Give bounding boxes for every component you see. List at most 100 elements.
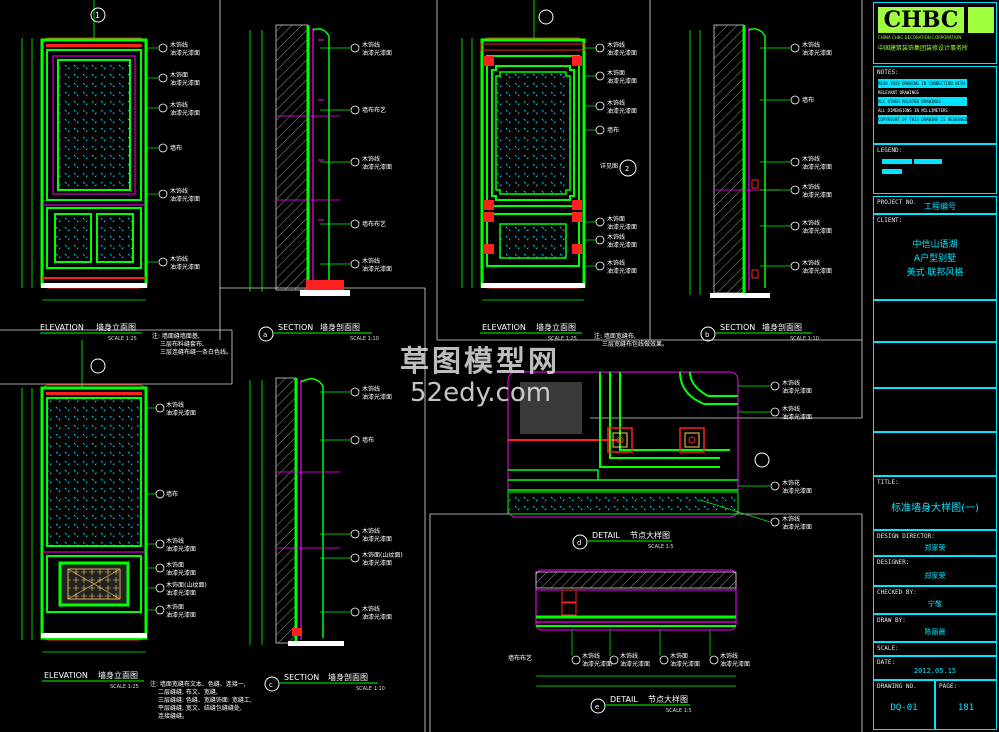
designer-cell: DESIGNER: 郑家荣 — [873, 556, 997, 586]
logo: CHBC — [878, 7, 964, 33]
callout-g3-2: 油漆光漆面 — [362, 535, 392, 543]
callout-e4-1: 墙布 — [607, 126, 619, 134]
callout-f4-2: 油漆光漆面 — [166, 569, 196, 577]
blank-cell-1 — [873, 300, 997, 342]
frame-lines — [0, 0, 863, 732]
project-no-label: PROJECT NO. — [877, 199, 917, 206]
callout-f4-1: 木饰面 — [166, 561, 184, 569]
callout-b3-2: 油漆光漆面 — [802, 163, 832, 171]
logo-company: 中国建筑装饰集团装修设计事务所 — [878, 45, 969, 52]
project-no-cell: PROJECT NO. 工程编号 — [873, 196, 997, 214]
view-cn-elev3: 墙身立面图 — [98, 670, 138, 680]
view-cn-det-e: 节点大样图 — [648, 694, 688, 704]
callout-h4-1: 木饰线 — [720, 652, 738, 660]
view-cn-elev1: 墙身立面图 — [96, 322, 136, 332]
callout-f1-1: 木饰线 — [166, 401, 184, 409]
callout-h5-1: 墙布布艺 — [508, 654, 532, 662]
callout-d4-2: 油漆光漆面 — [782, 523, 812, 531]
callout-b1-2: 油漆光漆面 — [802, 49, 832, 57]
logo-cell: CHBC CHINA CHBC DECORATION CORPORATION 中… — [873, 2, 997, 64]
callout-s2-1: 墙布布艺 — [362, 106, 386, 114]
callout-g4-2: 油漆光漆面 — [362, 559, 392, 567]
view-marker-e: e — [595, 703, 599, 711]
client-cell: CLIENT: 中信山语湖 A户型别墅 美式·联邦风格 — [873, 214, 997, 300]
view-title-sec-a: SECTION — [278, 323, 313, 332]
callout-f5-2: 油漆光漆面 — [166, 589, 196, 597]
view-scale-elev3: SCALE 1:25 — [110, 684, 139, 690]
view-marker-d: d — [577, 539, 581, 547]
callout-d1-1: 木饰线 — [782, 379, 800, 387]
legend-cell: LEGEND: — [873, 144, 997, 194]
title-label: TITLE: — [877, 479, 899, 486]
view-scale-elev2: SCALE 1:25 — [548, 336, 577, 342]
checked-by: 宁敬 — [928, 600, 942, 608]
callout-c2-2: 油漆光漆面 — [170, 79, 200, 87]
note-elev3-2: 二层缝缝, 布文、宽缝, — [158, 688, 218, 696]
client-line-2: A户型别墅 — [913, 254, 957, 264]
title-cell: TITLE: 标准墙身大样图(一) — [873, 476, 997, 530]
blank-cell-3 — [873, 388, 997, 432]
view-marker-c: c — [269, 681, 273, 689]
marker-1: 1 — [95, 11, 100, 20]
director-cell: DESIGN DIRECTOR: 郑家荣 — [873, 530, 997, 556]
callout-s4-1: 墙布布艺 — [362, 220, 386, 228]
callout-b2-1: 墙布 — [802, 96, 814, 104]
view-title-elev3: ELEVATION — [44, 671, 88, 680]
view-title-det-d: DETAIL — [592, 531, 620, 540]
view-marker-a: a — [263, 331, 267, 339]
callout-d4-1: 木饰线 — [782, 515, 800, 523]
blank-cell-4 — [873, 432, 997, 476]
designer-label: DESIGNER: — [877, 559, 910, 566]
callout-h1-1: 木饰线 — [582, 652, 600, 660]
callout-f2-1: 墙布 — [166, 490, 178, 498]
callout-s5-2: 油漆光漆面 — [362, 265, 392, 273]
note-elev3-1: 注: 墙面宽缝布文本、色缝、连接一, — [150, 680, 246, 688]
notes-line-5: COPYRIGHT OF THIS DRAWING IS RESERVED — [878, 115, 968, 124]
design-director-label: DESIGN DIRECTOR: — [877, 533, 935, 540]
callout-e1-2: 油漆光漆面 — [607, 49, 637, 57]
scale-cell: SCALE: — [873, 642, 997, 656]
view-title-sec-c: SECTION — [284, 673, 319, 682]
callout-b4-2: 油漆光漆面 — [802, 191, 832, 199]
callout-f3-2: 油漆光漆面 — [166, 545, 196, 553]
callout-g5-2: 油漆光漆面 — [362, 613, 392, 621]
designer: 郑家荣 — [924, 572, 946, 580]
callout-circles — [155, 43, 800, 665]
callout-g1-1: 木饰线 — [362, 385, 380, 393]
blank-cell-2 — [873, 342, 997, 388]
client-label: CLIENT: — [877, 217, 903, 224]
notes-line-2: RELEVANT DRAWINGS — [878, 90, 919, 95]
section-c — [249, 377, 344, 646]
callout-b6-2: 油漆光漆面 — [802, 267, 832, 275]
callout-g2-1: 墙布 — [362, 436, 374, 444]
date-label: DATE: — [877, 659, 896, 666]
view-scale-elev1: SCALE 1:25 — [108, 336, 137, 342]
callout-f6-1: 木饰面 — [166, 603, 184, 611]
drawing-title: 标准墙身大样图(一) — [891, 503, 979, 514]
callout-b4-1: 木饰线 — [802, 183, 820, 191]
view-scale-sec-b: SCALE 1:10 — [790, 336, 819, 342]
callout-d2-2: 油漆光漆面 — [782, 413, 812, 421]
drawn-label: DRAW BY: — [877, 617, 906, 624]
callout-f5-1: 木饰面(山纹面) — [166, 581, 207, 589]
drawn-cell: DRAW BY: 陈丽晨 — [873, 614, 997, 642]
callout-c1-2: 油漆光漆面 — [170, 49, 200, 57]
notes-line-1: READ THIS DRAWING IN CONNECTION WITH — [878, 79, 968, 88]
drawn-by: 陈丽晨 — [924, 628, 946, 636]
callout-e2-2: 油漆光漆面 — [607, 77, 637, 85]
callout-s1-1: 木饰线 — [362, 41, 380, 49]
logo-emblem-icon — [968, 7, 994, 33]
note-elev1-1: 注: 墙面缝墙面基, — [152, 332, 200, 340]
callout-h2-2: 油漆光漆面 — [620, 660, 650, 668]
callout-e5-1: 木饰面 — [607, 215, 625, 223]
logo-subtitle: CHINA CHBC DECORATION CORPORATION — [878, 35, 962, 40]
callout-h4-2: 油漆光漆面 — [720, 660, 750, 668]
callout-s1-2: 油漆光漆面 — [362, 49, 392, 57]
detail-e — [535, 569, 737, 687]
section-a — [249, 24, 350, 296]
title-block: CHBC CHINA CHBC DECORATION CORPORATION 中… — [873, 0, 999, 732]
callout-g5-1: 木饰线 — [362, 605, 380, 613]
detail-d — [507, 371, 770, 518]
notes-line-3: ALL OTHER RELATED DRAWINGS — [878, 97, 968, 106]
callout-c4-1: 墙布 — [170, 144, 182, 152]
